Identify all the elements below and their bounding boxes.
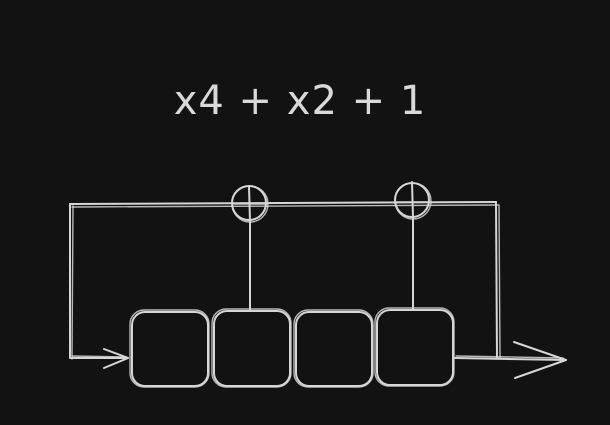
xor-icon — [394, 181, 432, 220]
input-arrow — [69, 348, 129, 369]
arrow-right-icon — [513, 341, 567, 379]
feedback-right-line — [495, 201, 501, 359]
feedback-top-line — [69, 201, 499, 208]
xor-icon — [231, 185, 269, 223]
arrow-right-icon — [103, 348, 129, 369]
register-cell-1 — [129, 309, 210, 388]
register-cell-3 — [293, 309, 374, 388]
register-cell-4 — [374, 307, 455, 387]
output-arrow — [454, 341, 567, 379]
feedback-left-line — [69, 203, 74, 360]
register-cell-2 — [211, 308, 292, 388]
polynomial-label: x4 + x2 + 1 — [173, 78, 427, 124]
